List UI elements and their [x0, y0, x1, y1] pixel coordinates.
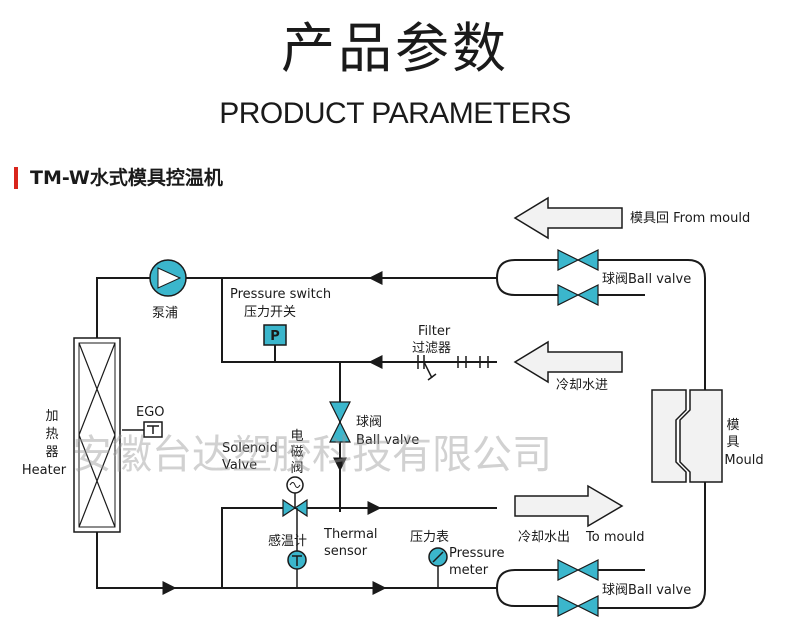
pipe-mould-bottom [598, 480, 706, 609]
label-heater-cn-2: 热 [45, 427, 58, 442]
label-pressure-switch-cn: 压力开关 [244, 305, 296, 320]
pressure-meter-icon [428, 547, 448, 588]
mould-icon [651, 389, 723, 483]
arrow-cooling-out-icon [514, 484, 624, 528]
arrow-cooling-in-icon [513, 340, 623, 384]
label-heater-en: Heater [22, 463, 67, 478]
label-thermal-en-2: sensor [324, 544, 368, 559]
solenoid-valve-icon [282, 476, 308, 518]
pressure-switch-icon [263, 324, 287, 362]
label-mould-cn-2: 具 [726, 435, 739, 450]
label-pressure-meter-en-1: Pressure [449, 546, 505, 561]
pump-icon [149, 259, 187, 297]
ball-valve-vertical-icon [329, 401, 351, 443]
filter-icon [417, 355, 489, 381]
label-solenoid-en-1: Solenoid [222, 441, 278, 456]
label-solenoid-cn-1: 电 [290, 429, 303, 444]
pipe-to-mould-top [598, 259, 706, 390]
label-ball-valve-top: 球阀Ball valve [602, 272, 691, 287]
label-ball-valve-bottom: 球阀Ball valve [602, 583, 691, 598]
label-solenoid-en-2: Valve [222, 458, 257, 473]
page-title-cn: 产品参数 [281, 17, 509, 80]
section-title: TM-W水式模具控温机 [30, 167, 223, 189]
label-pressure-switch-en: Pressure switch [230, 287, 331, 302]
pipe-top-branch-lower [496, 277, 558, 296]
label-cooling-out: 冷却水出 [518, 530, 570, 545]
pipe-top-branch-upper [496, 259, 558, 279]
pipe-bottom-branch-upper [496, 569, 558, 589]
label-mould-en: Mould [724, 453, 763, 468]
label-ego: EGO [136, 405, 165, 420]
label-solenoid-cn-3: 阀 [290, 461, 303, 476]
flow-arrows [150, 271, 395, 595]
pipe-lines [96, 259, 706, 609]
label-thermal-en-1: Thermal [323, 527, 378, 542]
label-heater-cn-1: 加 [45, 409, 58, 424]
arrow-from-mould-icon [513, 196, 623, 240]
pipe-pump-to-heater [96, 277, 150, 338]
label-pressure-meter-cn: 压力表 [410, 530, 449, 545]
thermometer-icon [287, 508, 307, 588]
pipe-bottom-branch-lower [496, 587, 558, 607]
pipe-cooling-out-line [221, 507, 497, 588]
label-ball-valve-mid-en: Ball valve [356, 433, 419, 448]
heater-icon [73, 337, 121, 533]
label-filter-cn: 过滤器 [412, 341, 451, 356]
label-thermometer-cn: 感温计 [268, 533, 307, 549]
label-from-mould: 模具回 From mould [630, 211, 750, 226]
pipe-pressure-branch [221, 278, 497, 363]
ego-sensor-icon [122, 421, 163, 438]
label-solenoid-cn-2: 磁 [290, 445, 303, 460]
label-pump: 泵浦 [152, 306, 178, 321]
ball-valve-bottom-lower-icon [557, 595, 599, 617]
ball-valve-bottom-upper-icon [557, 559, 599, 581]
ball-valve-top-upper-icon [557, 249, 599, 271]
page-title-en: PRODUCT PARAMETERS [219, 97, 571, 130]
ball-valve-top-lower-icon [557, 284, 599, 306]
label-pressure-meter-en-2: meter [449, 563, 489, 578]
label-heater-cn-3: 器 [45, 445, 58, 460]
label-filter-en: Filter [418, 324, 451, 339]
label-cooling-in: 冷却水进 [556, 378, 608, 393]
label-mould-cn-1: 模 [726, 418, 739, 433]
label-ball-valve-mid-cn: 球阀 [356, 415, 382, 430]
section-accent-bar [14, 167, 18, 189]
pressure-switch-symbol: P [270, 329, 280, 344]
watermark-company: 安徽台达塑胶科技有限公司 [72, 432, 552, 478]
label-to-mould: To mould [585, 530, 645, 545]
